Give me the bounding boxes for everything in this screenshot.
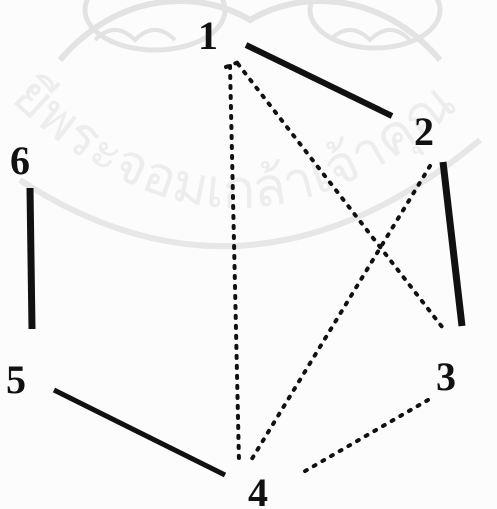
node-label-3: 3 <box>436 354 456 399</box>
watermark-ornament-icon <box>330 30 410 40</box>
node-label-5: 5 <box>6 357 26 402</box>
edge-dotted-1-stub <box>226 60 244 67</box>
node-label-1: 1 <box>198 13 218 58</box>
edge-solid-2-3 <box>443 162 462 326</box>
edge-solid-6-5 <box>30 188 32 329</box>
node-label-6: 6 <box>10 138 30 183</box>
watermark-seal: ยีพระจอมเกล้าเจ้าคุณ <box>1 0 480 246</box>
edge-solid-5-4 <box>54 390 225 475</box>
node-label-4: 4 <box>248 470 268 509</box>
edge-dotted-3-4 <box>300 400 428 474</box>
edge-dotted-1-4 <box>230 66 239 462</box>
node-label-2: 2 <box>414 109 434 154</box>
